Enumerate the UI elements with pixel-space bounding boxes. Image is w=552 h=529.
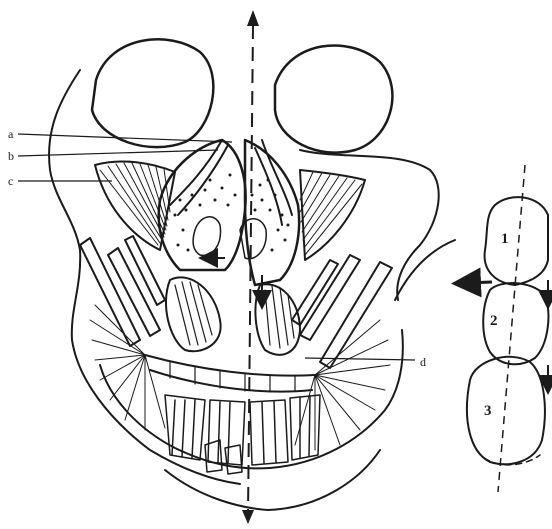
midline-arrow-top bbox=[247, 10, 259, 26]
right-cheek-curve bbox=[395, 240, 455, 300]
label-b: b bbox=[8, 149, 14, 163]
segment-label-3: 3 bbox=[484, 403, 492, 419]
lower-blocks bbox=[165, 395, 320, 474]
label-a: a bbox=[8, 127, 14, 141]
leader-b bbox=[18, 150, 218, 156]
label-d: d bbox=[420, 355, 426, 369]
central-mass bbox=[159, 140, 299, 285]
inset-schematic: 1 2 3 bbox=[466, 165, 548, 492]
segment-label-1: 1 bbox=[501, 231, 509, 247]
left-fan-muscle bbox=[95, 161, 175, 250]
diagonal-rods-right bbox=[292, 255, 392, 368]
inset-arrow-left bbox=[466, 282, 492, 283]
right-orbit bbox=[275, 45, 392, 152]
left-orbit bbox=[92, 39, 213, 147]
transverse-band bbox=[145, 355, 315, 392]
inset-axis bbox=[498, 165, 525, 492]
segment-label-2: 2 bbox=[490, 313, 498, 329]
midline-arrow-bottom bbox=[242, 510, 254, 524]
right-fan-muscle bbox=[300, 170, 365, 260]
diagonal-rods-left bbox=[80, 236, 165, 346]
label-c: c bbox=[8, 174, 13, 188]
lower-muscle-bundles bbox=[166, 277, 300, 354]
